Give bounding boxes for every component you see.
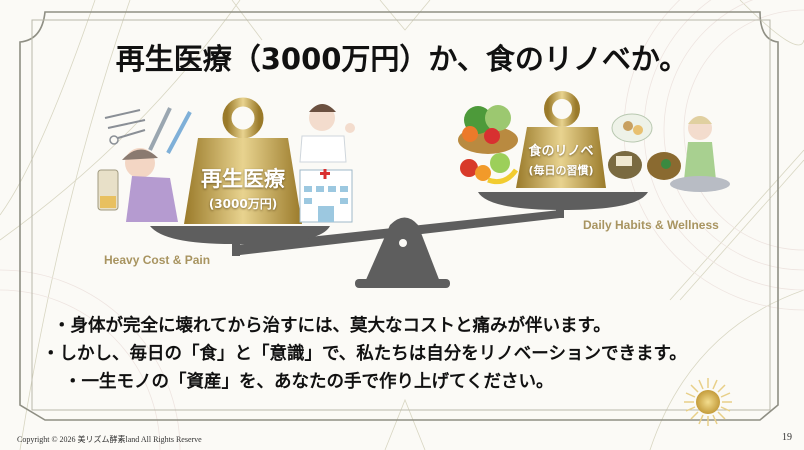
left-weight-subtitle: (3000万円) [208, 197, 278, 211]
slide-title: 再生医療（3000万円）か、食のリノベか。 [115, 42, 689, 76]
right-weight-title: 食のリノベ [528, 144, 594, 159]
tofu-dish-icon [608, 151, 642, 179]
patient-in-pain-icon [122, 148, 178, 222]
copyright-text: Copyright © 2026 美リズム酵素land All Rights R… [17, 435, 202, 444]
medicine-bottle-icon [97, 169, 119, 211]
bullet-item: ・一生モノの「資産」を、あなたの手で作り上げてください。 [64, 372, 554, 392]
hospital-icon [299, 169, 353, 223]
right-weight-subtitle: (毎日の習慣) [528, 164, 594, 177]
syringe-icon [148, 107, 192, 154]
fruits-icon [460, 153, 519, 185]
right-caption: Daily Habits & Wellness [583, 218, 719, 232]
soup-bowl-icon [647, 152, 681, 180]
page-number: 19 [782, 432, 792, 443]
doctor-icon [299, 104, 355, 163]
sun-icon [684, 378, 732, 426]
medical-tools-icon [104, 109, 146, 145]
left-caption: Heavy Cost & Pain [104, 253, 211, 267]
salad-icon [611, 113, 653, 143]
left-weight-title: 再生医療 [201, 167, 285, 191]
meditating-person-icon [670, 116, 730, 192]
bullet-item: ・しかし、毎日の「食」と「意識」で、私たちは自分をリノベーションできます。 [42, 344, 687, 364]
vegetables-basket-icon [458, 105, 518, 154]
right-weight-label: 食のリノベ (毎日の習慣) [516, 140, 606, 178]
bullet-item: ・身体が完全に壊れてから治すには、莫大なコストと痛みが伴います。 [53, 316, 611, 336]
left-weight-label: 再生医療 (3000万円) [186, 163, 300, 212]
